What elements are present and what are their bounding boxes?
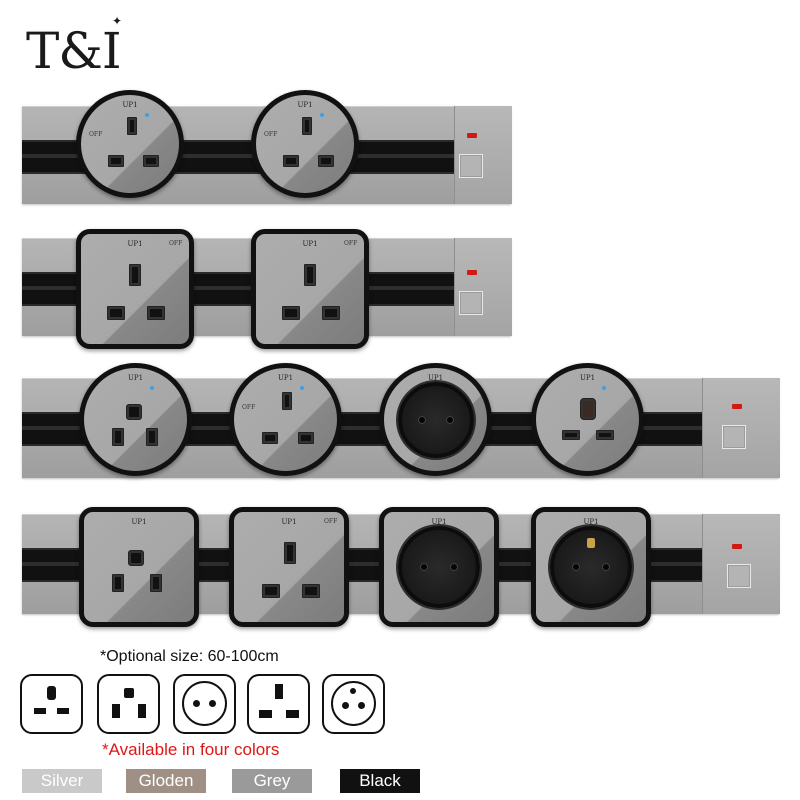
- rocker-switch[interactable]: [722, 425, 746, 449]
- earth-pin-icon: [304, 264, 316, 286]
- earth-pin-icon: [587, 538, 595, 548]
- rocker-switch[interactable]: [459, 154, 483, 178]
- off-label: OFF: [169, 240, 183, 247]
- color-swatch-grey[interactable]: Grey: [232, 769, 312, 793]
- earth-pin-icon: [282, 392, 292, 410]
- live-pin-icon: [283, 155, 299, 167]
- schuko-socket-icon: [398, 382, 474, 458]
- indicator-dot-icon: [145, 113, 149, 117]
- live-pin-icon: [107, 306, 125, 320]
- live-pin-icon: [282, 306, 300, 320]
- indicator-led-icon: [467, 133, 477, 138]
- strip-endcap: [454, 238, 512, 336]
- up-label: UP1: [127, 240, 143, 248]
- us-pin-icon: [112, 574, 124, 592]
- socket-module-universal[interactable]: UP1: [531, 363, 644, 476]
- socket-module-uk[interactable]: UP1 OFF: [76, 229, 194, 349]
- us-pin-icon: [126, 404, 142, 420]
- socket-module-uk[interactable]: UP1 OFF: [76, 90, 184, 198]
- socket-module-uk[interactable]: UP1 OFF: [229, 363, 342, 476]
- us-pin-icon: [112, 428, 124, 446]
- indicator-led-icon: [732, 404, 742, 409]
- indicator-dot-icon: [320, 113, 324, 117]
- up-label: UP1: [131, 518, 147, 526]
- neutral-pin-icon: [143, 155, 159, 167]
- live-pin-icon: [262, 584, 280, 598]
- up-label: UP1: [127, 374, 144, 382]
- live-pin-icon: [108, 155, 124, 167]
- neutral-pin-icon: [322, 306, 340, 320]
- eu-socket-icon: [173, 674, 236, 734]
- color-swatch-black[interactable]: Black: [340, 769, 420, 793]
- color-swatch-golden[interactable]: Gloden: [126, 769, 206, 793]
- socket-module-eu[interactable]: UP1: [379, 507, 499, 627]
- neutral-pin-icon: [147, 306, 165, 320]
- up-label: UP1: [302, 240, 318, 248]
- us-socket-icon: [97, 674, 160, 734]
- earth-pin-icon: [127, 117, 137, 135]
- socket-module-us[interactable]: UP1: [79, 363, 192, 476]
- indicator-led-icon: [732, 544, 742, 549]
- rocker-switch[interactable]: [727, 564, 751, 588]
- schuko-socket-icon: [398, 526, 480, 608]
- size-caption: *Optional size: 60-100cm: [100, 648, 279, 665]
- french-socket-icon: [550, 526, 632, 608]
- up-label: UP1: [583, 518, 599, 526]
- uk-socket-icon: [247, 674, 310, 734]
- strip-endcap: [454, 106, 512, 204]
- up-label: UP1: [579, 374, 596, 382]
- us-pin-icon: [150, 574, 162, 592]
- off-label: OFF: [89, 131, 103, 138]
- earth-pin-icon: [302, 117, 312, 135]
- us-pin-icon: [146, 428, 158, 446]
- universal-pin-icon: [562, 430, 580, 440]
- neutral-pin-icon: [302, 584, 320, 598]
- color-swatch-silver[interactable]: Silver: [22, 769, 102, 793]
- socket-module-french[interactable]: UP1: [531, 507, 651, 627]
- indicator-dot-icon: [150, 386, 154, 390]
- rocker-switch[interactable]: [459, 291, 483, 315]
- up-label: UP1: [431, 518, 447, 526]
- up-label: UP1: [427, 374, 444, 382]
- off-label: OFF: [242, 404, 256, 411]
- socket-module-us[interactable]: UP1: [79, 507, 199, 627]
- availability-note: *Available in four colors: [102, 740, 280, 759]
- us-pin-icon: [128, 550, 144, 566]
- universal-socket-icon: [20, 674, 83, 734]
- earth-pin-icon: [129, 264, 141, 286]
- up-label: UP1: [297, 101, 313, 109]
- universal-pin-icon: [596, 430, 614, 440]
- neutral-pin-icon: [298, 432, 314, 444]
- off-label: OFF: [344, 240, 358, 247]
- up-label: UP1: [281, 518, 297, 526]
- earth-pin-icon: [284, 542, 296, 564]
- live-pin-icon: [262, 432, 278, 444]
- brand-logo: T&I: [26, 22, 122, 80]
- french-socket-icon: [322, 674, 385, 734]
- up-label: UP1: [277, 374, 294, 382]
- socket-module-eu[interactable]: UP1: [379, 363, 492, 476]
- neutral-pin-icon: [318, 155, 334, 167]
- off-label: OFF: [324, 518, 338, 525]
- socket-module-uk[interactable]: UP1 OFF: [229, 507, 349, 627]
- up-label: UP1: [122, 101, 138, 109]
- universal-pin-icon: [580, 398, 596, 420]
- socket-module-uk[interactable]: UP1 OFF: [251, 90, 359, 198]
- indicator-led-icon: [467, 270, 477, 275]
- indicator-dot-icon: [300, 386, 304, 390]
- off-label: OFF: [264, 131, 278, 138]
- socket-module-uk[interactable]: UP1 OFF: [251, 229, 369, 349]
- indicator-dot-icon: [602, 386, 606, 390]
- logo-spark-icon: ✦: [112, 14, 123, 28]
